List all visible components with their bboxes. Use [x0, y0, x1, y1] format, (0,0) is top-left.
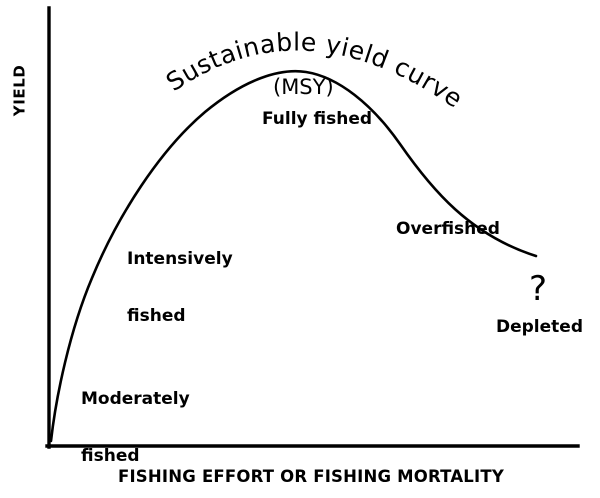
y-axis-title: YIELD: [10, 64, 29, 117]
question-mark-label: ?: [529, 269, 548, 309]
msy-label: (MSY): [273, 75, 334, 99]
overfished-label: Overfished: [396, 219, 500, 239]
intensively-fished-line1: Intensively: [127, 249, 233, 270]
moderately-fished-label: Moderately fished: [81, 352, 190, 498]
intensively-fished-label: Intensively fished: [127, 212, 233, 364]
yield-curve: [49, 69, 538, 443]
x-axis-title: FISHING EFFORT OR FISHING MORTALITY: [118, 467, 504, 486]
moderately-fished-line1: Moderately: [81, 389, 190, 410]
fully-fished-label: Fully fished: [262, 109, 373, 129]
curve-arc-label-text: Sustainable yield curve: [161, 27, 468, 113]
intensively-fished-line2: fished: [127, 306, 186, 327]
moderately-fished-line2: fished: [81, 446, 140, 467]
depleted-label: Depleted: [496, 317, 583, 337]
curve-arc-label: Sustainable yield curve: [161, 27, 468, 113]
